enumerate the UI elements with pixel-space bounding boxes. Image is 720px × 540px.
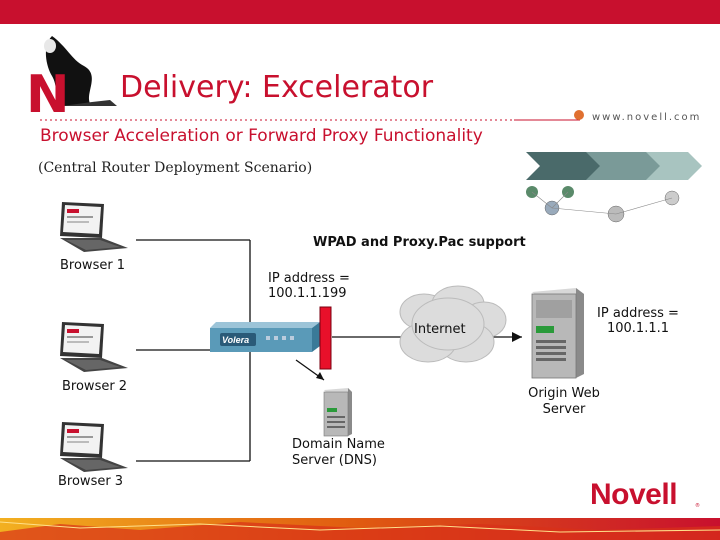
- novell-n-logo-icon: N: [26, 36, 117, 118]
- bottom-accent-bar: [0, 518, 720, 540]
- divider-dot-icon: [574, 110, 584, 120]
- browser-2-label: Browser 2: [62, 379, 128, 394]
- novell-url: www.novell.com: [592, 112, 702, 123]
- scenario-note: (Central Router Deployment Scenario): [38, 160, 313, 176]
- internet-label: Internet: [414, 322, 466, 337]
- top-accent-bar: [0, 0, 720, 24]
- novell-n-mark: N: [26, 65, 70, 118]
- browser-1-laptop-icon: [60, 202, 128, 252]
- volera-brand-text: Volera: [222, 335, 249, 345]
- origin-server-label: Origin Web Server: [528, 386, 600, 417]
- browser-2-laptop-icon: [60, 322, 128, 372]
- registered-mark: ®: [695, 503, 700, 509]
- slide-title: Delivery: Excelerator: [120, 70, 434, 105]
- browser-3-label: Browser 3: [58, 474, 124, 489]
- browser-1-label: Browser 1: [60, 258, 126, 273]
- process-arrows-graphic: [526, 152, 702, 223]
- dns-label: Domain Name Server (DNS): [292, 437, 385, 468]
- router-bar-icon: [319, 306, 332, 370]
- slide-subtitle: Browser Acceleration or Forward Proxy Fu…: [40, 126, 483, 146]
- volera-proxy-appliance-icon: Volera: [210, 322, 320, 352]
- internet-cloud-icon: [399, 285, 507, 363]
- origin-ip-label: IP address = 100.1.1.1: [597, 306, 679, 336]
- title-divider: [40, 119, 580, 121]
- browser-3-laptop-icon: [60, 422, 128, 472]
- origin-server-icon: [531, 288, 584, 379]
- wpad-label: WPAD and Proxy.Pac support: [313, 235, 526, 250]
- proxy-ip-label: IP address = 100.1.1.199: [268, 271, 350, 301]
- novell-brand-logo: Novell: [590, 478, 678, 511]
- dns-server-icon: [323, 388, 352, 437]
